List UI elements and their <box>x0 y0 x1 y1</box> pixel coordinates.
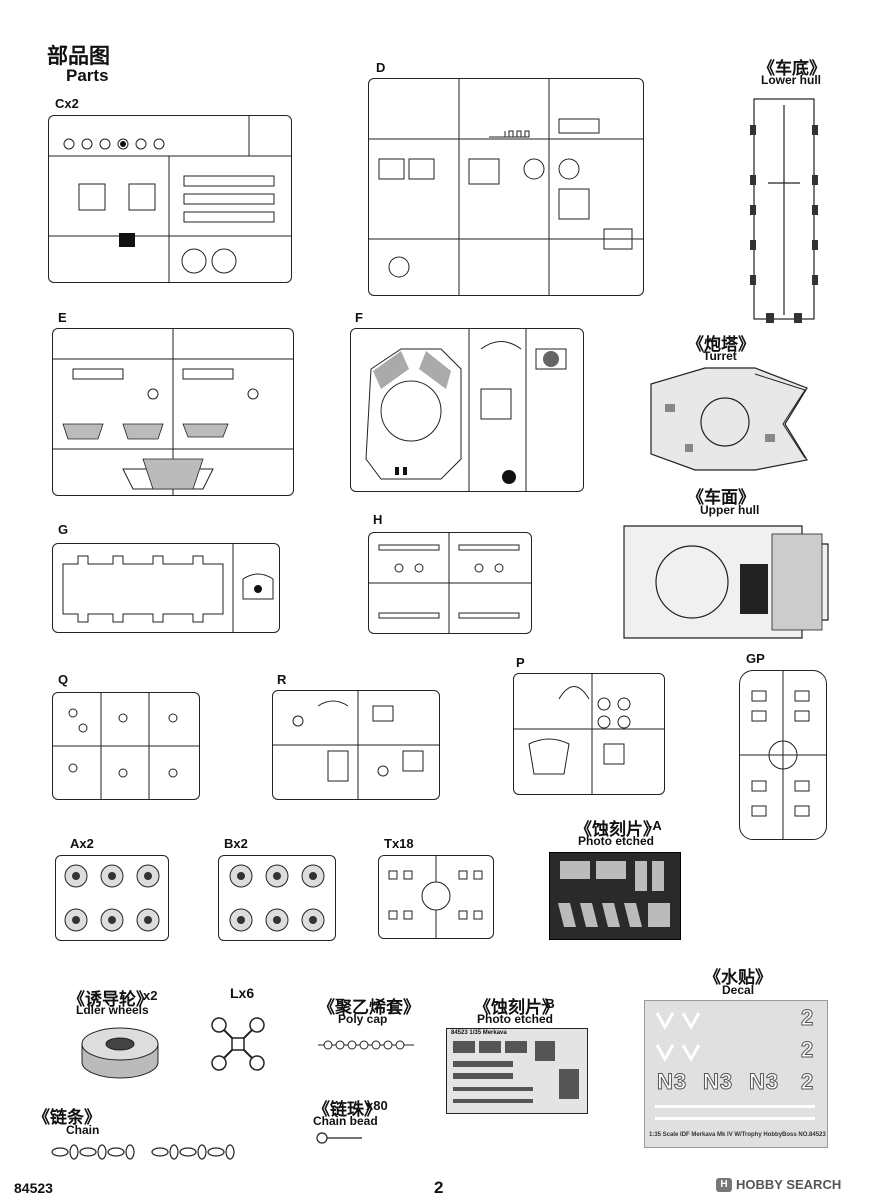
chain-bead-zh: 《链珠》 <box>313 1100 381 1119</box>
sprue-r <box>272 690 440 800</box>
sprue-f-label: F <box>355 310 363 325</box>
lower-hull-drawing <box>748 95 820 325</box>
sprue-f <box>350 328 584 492</box>
upper-hull-zh: 《车面》 <box>687 488 755 507</box>
polycap-zh: 《聚乙烯套》 <box>318 998 420 1017</box>
pe-b-zh: 《蚀刻片》 <box>474 998 559 1017</box>
polycap-runner-drawing <box>316 1034 416 1056</box>
sprue-b-label: Bx2 <box>224 836 248 851</box>
decal-zh: 《水贴》 <box>704 968 772 987</box>
turret-drawing <box>645 364 813 474</box>
decal-marking-n3-1: N3 <box>656 1069 688 1095</box>
upper-hull-en: Upper hull <box>700 503 760 517</box>
sprue-q-label: Q <box>58 672 69 687</box>
pe-b-header-text: 84523 1/35 Merkava <box>451 1030 507 1036</box>
sprue-gp <box>739 670 827 840</box>
sprue-t-label: Tx18 <box>384 836 414 851</box>
chain-en: Chain <box>66 1123 100 1137</box>
sprue-b <box>218 855 336 941</box>
chain-bead-suffix: x80 <box>366 1098 388 1113</box>
sprue-c-label: Cx2 <box>55 96 79 111</box>
pe-a-en: Photo etched <box>578 834 655 848</box>
sprue-p-label: P <box>516 655 525 670</box>
idler-suffix: x2 <box>143 988 158 1003</box>
chain-zh: 《链条》 <box>33 1108 101 1127</box>
sprue-c <box>48 115 292 283</box>
l-label: Lx6 <box>230 985 255 1001</box>
pe-a-zh: 《蚀刻片》 <box>575 820 660 839</box>
decal-marking-n3-3: N3 <box>748 1069 780 1095</box>
lower-hull-zh: 《车底》 <box>758 59 826 78</box>
sprue-d <box>368 78 644 296</box>
turret-en: Turret <box>703 349 737 363</box>
sprue-a <box>55 855 169 941</box>
turret-zh: 《炮塔》 <box>687 335 755 354</box>
sprue-t <box>378 855 494 939</box>
upper-hull-drawing <box>622 524 830 640</box>
decal-marking-2-1: 2 <box>800 1005 814 1031</box>
pe-b-fret: 84523 1/35 Merkava <box>446 1028 588 1114</box>
sprue-d-label: D <box>376 60 386 75</box>
sprue-r-label: R <box>277 672 287 687</box>
decal-marking-2-3: 2 <box>800 1069 814 1095</box>
polycap-en: Poly cap <box>338 1012 388 1026</box>
chain-bead-drawing <box>314 1131 364 1145</box>
pe-a-suffix: -A <box>648 818 662 833</box>
decal-marking-n3-2: N3 <box>702 1069 734 1095</box>
footer-product-code: 84523 <box>14 1180 53 1196</box>
decal-marking-2-2: 2 <box>800 1037 814 1063</box>
watermark-logo-icon: H <box>716 1177 732 1192</box>
chain-bead-en: Chain bead <box>313 1114 378 1128</box>
sprue-a-label: Ax2 <box>70 836 94 851</box>
idler-en: Ldler wheels <box>76 1003 149 1017</box>
lower-hull-en: Lower hull <box>761 73 821 87</box>
pe-a-fret <box>549 852 681 940</box>
footer-page-number: 2 <box>434 1178 444 1197</box>
watermark: H HOBBY SEARCH <box>716 1177 841 1192</box>
sprue-h-label: H <box>373 512 383 527</box>
pe-b-suffix: -B <box>541 996 555 1011</box>
decal-caption: 1:35 Scale IDF Merkava Mk IV W/Trophy Ho… <box>649 1132 826 1138</box>
sprue-gp-label: GP <box>746 651 765 666</box>
sprue-g-label: G <box>58 522 69 537</box>
sprue-e <box>52 328 294 496</box>
l-cross-drawing <box>210 1016 266 1072</box>
page-title-zh: 部品图 <box>47 45 110 68</box>
sprue-e-label: E <box>58 310 67 325</box>
decal-en: Decal <box>722 983 755 997</box>
idler-zh: 《诱导轮》 <box>68 990 153 1009</box>
sprue-g <box>52 543 280 633</box>
decal-sheet: N3 N3 N3 2 2 2 1:35 Scale IDF Merkava Mk… <box>644 1000 828 1148</box>
pe-b-en: Photo etched <box>477 1012 554 1026</box>
sprue-q <box>52 692 200 800</box>
sprue-p <box>513 673 665 795</box>
watermark-text: HOBBY SEARCH <box>736 1177 842 1192</box>
chain-drawing <box>50 1140 242 1164</box>
sprue-h <box>368 532 532 634</box>
idler-wheel-drawing <box>78 1022 162 1082</box>
page-title-en: Parts <box>66 66 109 85</box>
